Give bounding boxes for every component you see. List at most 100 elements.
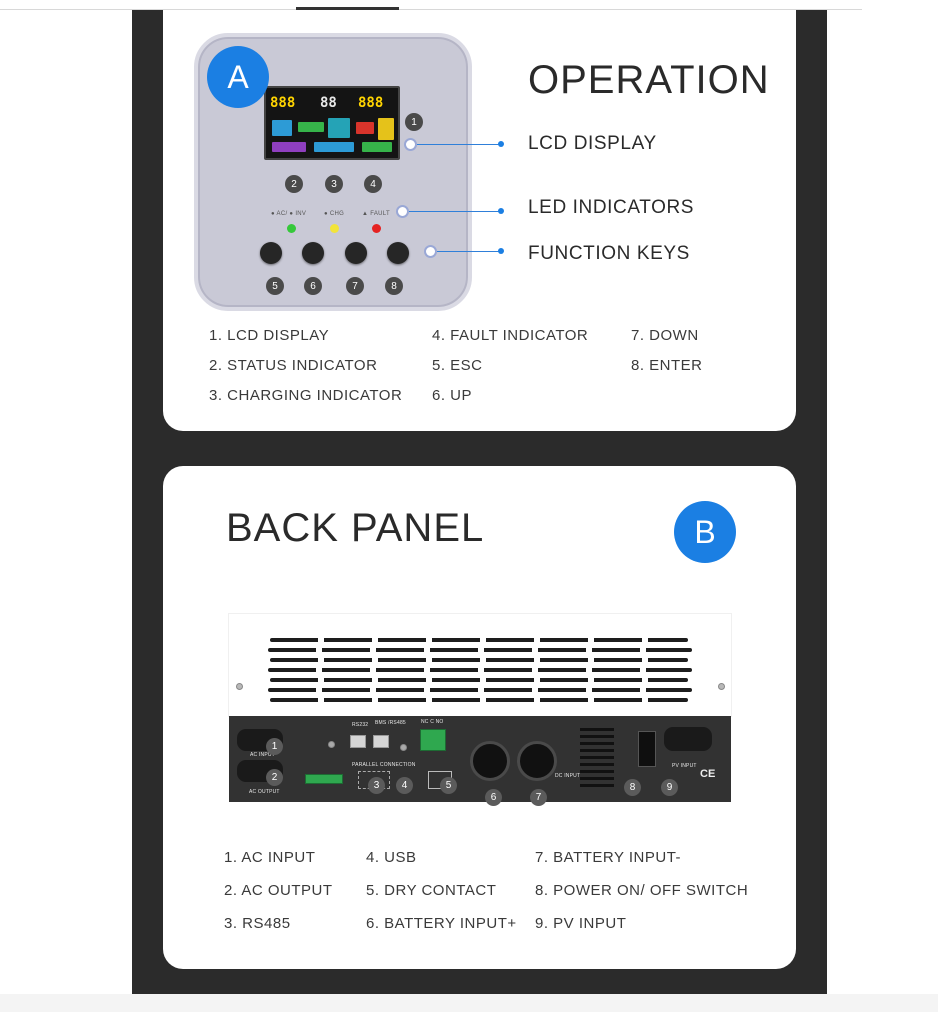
grille-slot [580,763,614,766]
led-callout-line [409,211,501,212]
dry-contact-label: NC C NO [421,719,444,725]
back-number-2: 2 [266,769,283,786]
lcd-digits-mid: 88 [320,95,337,111]
screw-left [236,683,243,690]
front-number-2: 2 [285,175,303,193]
vent-slot [270,678,688,682]
front-number-5: 5 [266,277,284,295]
panel-screw-2 [400,744,407,751]
vent-slot [268,648,692,652]
rs232-label: RS232 [352,722,369,728]
down-key[interactable] [345,242,367,264]
active-tab-indicator [296,7,399,10]
back-number-4: 4 [396,777,413,794]
page-bottom [0,994,938,1012]
lcd-bar-icon [314,142,354,152]
front-number-3: 3 [325,175,343,193]
ac-input-label: AC INPUT [250,752,275,758]
back-item-4: 4. USB [366,849,417,866]
rs232-port [350,735,366,748]
lcd-callout-dot [498,141,504,147]
front-item-7: 7. DOWN [631,327,699,344]
grille-slot [580,728,614,731]
front-item-3: 3. CHARGING INDICATOR [209,387,403,404]
charging-led [330,224,339,233]
vent-slot [270,638,688,642]
grille-slot [580,735,614,738]
vent-slot [268,668,692,672]
grille-slot [580,749,614,752]
power-switch[interactable] [638,731,656,767]
lcd-screen: 888 88 888 [264,86,400,160]
rs485-port [373,735,389,748]
back-number-9: 9 [661,779,678,796]
back-number-3: 3 [368,777,385,794]
lcd-callout-line [417,144,501,145]
callout-led-indicators: LED INDICATORS [528,197,695,218]
fault-led [372,224,381,233]
pv-input-label: PV INPUT [672,763,697,769]
keys-callout-marker [424,245,437,258]
screw-right [718,683,725,690]
battery-negative-terminal [517,741,557,781]
lcd-grid-icon [272,142,306,152]
front-number-7: 7 [346,277,364,295]
lcd-digits-left: 888 [270,95,296,111]
status-led [287,224,296,233]
led-callout-marker [396,205,409,218]
lcd-load-icon [356,122,374,134]
back-item-9: 9. PV INPUT [535,915,627,932]
dc-input-label: DC INPUT [555,773,581,779]
front-item-6: 6. UP [432,387,473,404]
lcd-inverter-icon [328,118,350,138]
callout-lcd-display: LCD DISPLAY [528,133,657,154]
back-number-8: 8 [624,779,641,796]
grille-slot [580,777,614,780]
grille-slot [580,784,614,787]
top-divider [0,9,862,10]
led-label-chg: ● CHG [324,211,345,217]
back-item-6: 6. BATTERY INPUT+ [366,915,517,932]
keys-callout-dot [498,248,504,254]
front-item-1: 1. LCD DISPLAY [209,327,330,344]
pv-input-port [664,727,712,751]
vent-slot [270,658,688,662]
battery-positive-terminal [470,741,510,781]
vent-slot [268,688,692,692]
back-item-2: 2. AC OUTPUT [224,882,333,899]
bms-label: BMS /RS485 [375,720,406,726]
lcd-callout-marker [404,138,417,151]
front-number-6: 6 [304,277,322,295]
callout-function-keys: FUNCTION KEYS [528,243,690,264]
up-key[interactable] [302,242,324,264]
front-item-2: 2. STATUS INDICATOR [209,357,378,374]
back-number-6: 6 [485,789,502,806]
front-item-4: 4. FAULT INDICATOR [432,327,589,344]
lcd-pv-icon [272,120,292,136]
led-label-fault: ▲ FAULT [362,211,390,217]
back-item-8: 8. POWER ON/ OFF SWITCH [535,882,749,899]
operation-title: OPERATION [528,58,770,102]
back-panel-title: BACK PANEL [226,506,485,550]
ac-output-label: AC OUTPUT [249,789,280,795]
vent-slot [270,698,688,702]
lcd-battery-icon [378,118,394,140]
back-number-7: 7 [530,789,547,806]
dry-contact-terminal [420,729,446,751]
led-callout-dot [498,208,504,214]
back-item-1: 1. AC INPUT [224,849,316,866]
front-number-4: 4 [364,175,382,193]
lcd-digits-right: 888 [358,95,384,111]
panel-screw-1 [328,741,335,748]
ce-mark: CE [700,768,716,780]
back-item-7: 7. BATTERY INPUT- [535,849,682,866]
front-item-8: 8. ENTER [631,357,703,374]
grille-slot [580,756,614,759]
enter-key[interactable] [387,242,409,264]
front-item-5: 5. ESC [432,357,483,374]
grille-slot [580,742,614,745]
esc-key[interactable] [260,242,282,264]
badge-a: A [207,46,269,108]
back-number-1: 1 [266,738,283,755]
front-number-8: 8 [385,277,403,295]
